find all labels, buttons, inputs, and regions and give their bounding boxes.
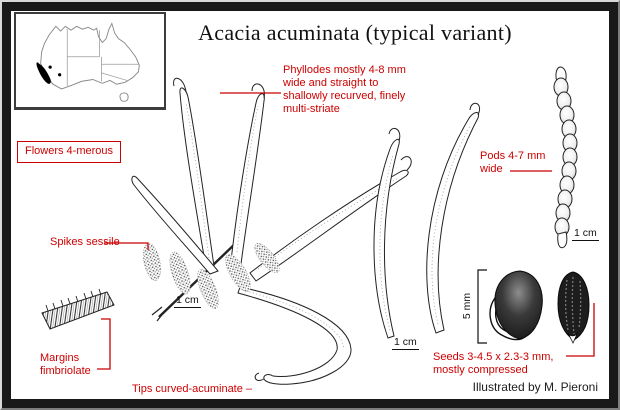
scale-bar-seed: 5 mm — [461, 292, 473, 320]
distribution-map — [14, 12, 166, 110]
five-mm-scale-bracket — [477, 269, 487, 344]
distribution-area — [36, 62, 62, 84]
scale-bar-phyllode: 1 cm — [392, 336, 419, 350]
seeds-label: Seeds 3-4.5 x 2.3-3 mm, mostly compresse… — [433, 351, 554, 376]
phyllodes-label: Phyllodes mostly 4-8 mm wide and straigh… — [283, 64, 406, 115]
scale-bar-sprig: 1 cm — [174, 294, 201, 308]
spikes-leader-line — [104, 242, 149, 250]
branch-illustration — [131, 77, 412, 385]
pods-label: Pods 4-7 mm wide — [480, 150, 546, 175]
scale-bar-pod: 1 cm — [572, 227, 599, 241]
margins-label: Margins fimbriolate — [40, 352, 91, 377]
pod-illustration — [553, 66, 578, 249]
illustrator-credit: Illustrated by M. Pieroni — [472, 380, 598, 394]
phyllode-pair-illustration — [373, 102, 480, 339]
spikes-label: Spikes sessile — [50, 236, 120, 248]
page-title: Acacia acuminata (typical variant) — [198, 20, 512, 45]
australia-map-icon — [36, 22, 140, 102]
seed-illustration — [489, 270, 590, 344]
seeds-leader-line — [566, 303, 595, 357]
flower-spikes-illustration — [142, 242, 280, 309]
curved-acuminate-tip — [254, 372, 265, 381]
margins-leader-line — [97, 318, 111, 370]
flowers-label: Flowers 4-merous — [17, 141, 122, 163]
state-borders — [66, 29, 139, 87]
margin-detail-illustration — [41, 288, 115, 330]
leader-lines — [97, 92, 595, 370]
tips-label: Tips curved-acuminate – — [132, 383, 253, 395]
